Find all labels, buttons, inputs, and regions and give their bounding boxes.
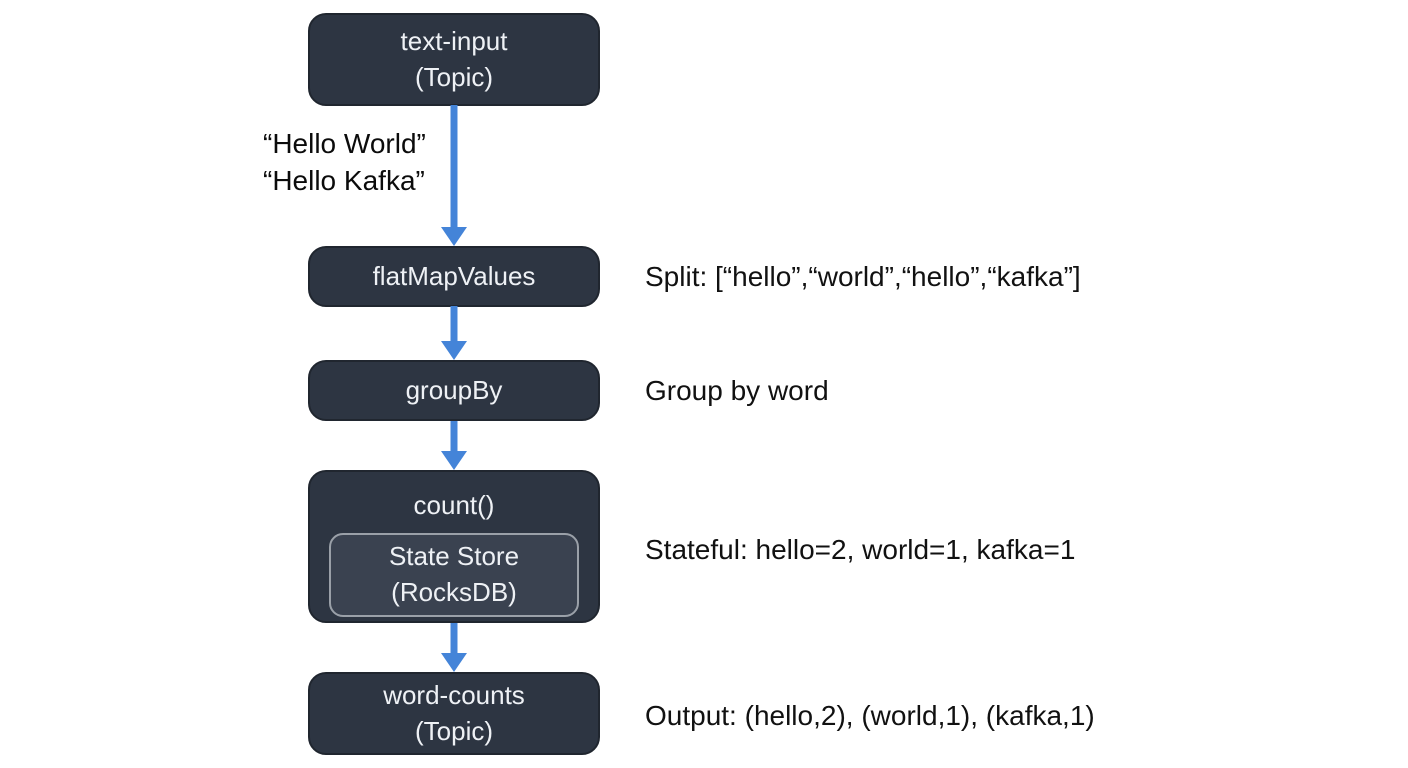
node-groupby-label: groupBy (405, 374, 503, 405)
arrow-head-icon (441, 341, 467, 360)
node-count: count() State Store (RocksDB) (308, 470, 600, 623)
node-state-store: State Store (RocksDB) (329, 532, 579, 617)
arrow-head-icon (441, 451, 467, 470)
annotation-output: Output: (hello,2), (world,1), (kafka,1) (645, 700, 1095, 731)
arrow-shaft (450, 306, 458, 341)
annotation-split: Split: [“hello”,“world”,“hello”,“kafka”] (645, 261, 1081, 292)
node-word-counts-line2: (Topic) (414, 715, 493, 746)
node-text-input-topic: text-input (Topic) (308, 13, 600, 106)
arrow-shaft (450, 421, 458, 451)
annotation-stateful: Stateful: hello=2, world=1, kafka=1 (645, 534, 1076, 565)
arrow-shaft (450, 105, 458, 227)
node-text-input-line1: text-input (400, 25, 508, 56)
arrow-count-to-output (441, 623, 467, 672)
state-store-line2: (RocksDB) (391, 576, 517, 607)
arrow-groupby-to-count (441, 421, 467, 470)
node-word-counts-topic: word-counts (Topic) (308, 672, 600, 755)
state-store-line1: State Store (388, 541, 520, 571)
annotation-group-by-word: Group by word (645, 375, 829, 406)
node-flatmapvalues-label: flatMapValues (372, 260, 536, 291)
arrow-head-icon (441, 227, 467, 246)
arrow-head-icon (441, 653, 467, 672)
arrow-input-to-flatmap (441, 105, 467, 246)
node-count-label: count() (413, 490, 495, 520)
input-messages-label: “Hello World” “Hello Kafka” (263, 125, 426, 199)
node-groupby: groupBy (308, 360, 600, 421)
input-message-1: “Hello World” (263, 128, 426, 159)
node-word-counts-line1: word-counts (383, 679, 525, 710)
node-flatmapvalues: flatMapValues (308, 246, 600, 307)
arrow-flatmap-to-groupby (441, 306, 467, 360)
input-message-2: “Hello Kafka” (263, 165, 425, 196)
node-text-input-line2: (Topic) (414, 61, 493, 92)
arrow-shaft (450, 623, 458, 653)
